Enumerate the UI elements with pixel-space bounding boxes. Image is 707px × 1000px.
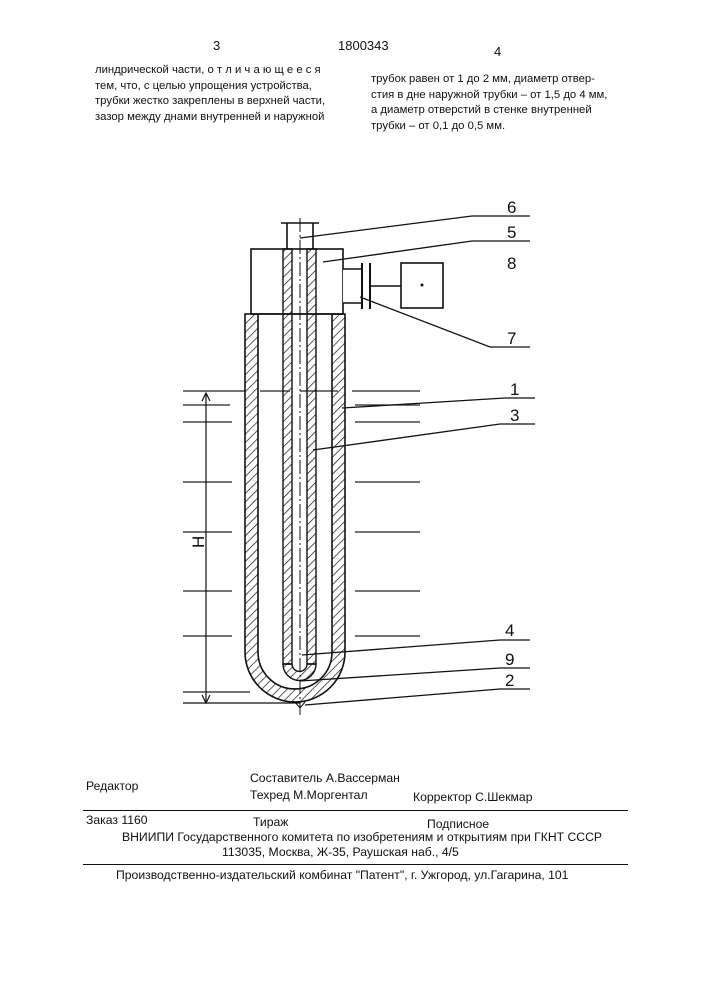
compiler-line: Составитель А.Вассерман <box>250 771 400 785</box>
label-5: 5 <box>507 223 516 242</box>
label-3: 3 <box>510 406 519 425</box>
vniipi-line: ВНИИПИ Государственного комитета по изоб… <box>122 830 602 844</box>
outer-tube <box>245 314 345 702</box>
tirazh-label: Тираж <box>253 815 288 829</box>
label-1: 1 <box>510 380 519 399</box>
liquid-level-lines <box>183 391 420 692</box>
footer-rule-bottom <box>83 864 628 865</box>
publisher-line: Производственно-издательский комбинат "П… <box>116 868 568 882</box>
editor-label: Редактор <box>86 779 138 793</box>
label-4: 4 <box>505 621 514 640</box>
label-9: 9 <box>505 650 514 669</box>
address-line: 113035, Москва, Ж-35, Раушская наб., 4/5 <box>222 845 459 859</box>
corrector-line: Корректор С.Шекмар <box>413 790 532 804</box>
label-6: 6 <box>507 198 516 217</box>
podpisnoe-label: Подписное <box>427 817 489 831</box>
head-block <box>251 249 343 314</box>
inner-tube-wall-left <box>283 249 292 664</box>
dimension-label: H <box>189 536 208 548</box>
label-8: 8 <box>507 254 516 273</box>
footer-rule-top <box>83 810 628 811</box>
order-number: Заказ 1160 <box>86 813 148 827</box>
techred-line: Техред М.Моргентал <box>250 788 368 802</box>
label-2: 2 <box>505 671 514 690</box>
side-connector <box>343 269 362 303</box>
inner-tube-wall-right <box>307 249 316 664</box>
label-7: 7 <box>507 329 516 348</box>
